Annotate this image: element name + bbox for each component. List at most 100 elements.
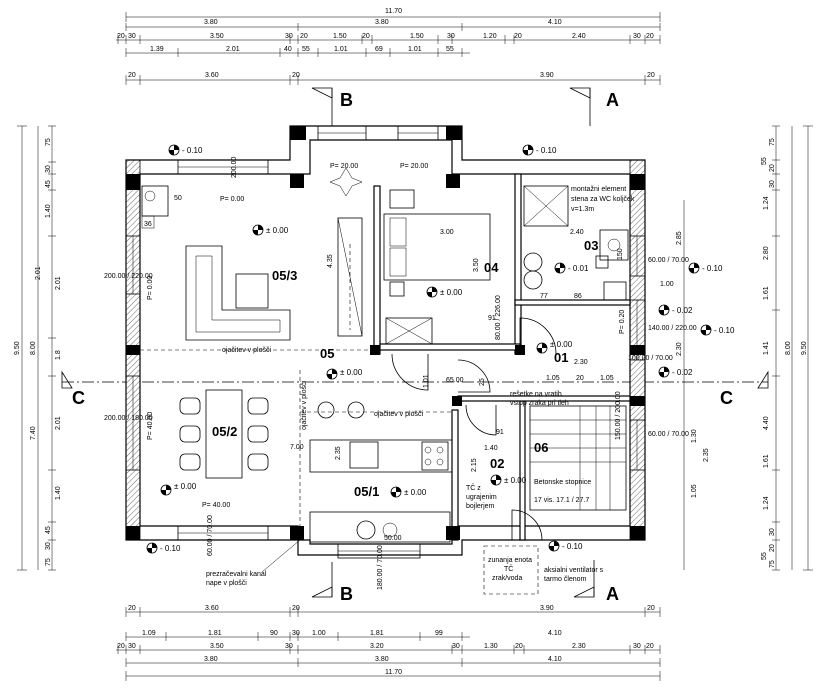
label-tc-3: bojlerjem	[466, 503, 495, 510]
level-outside-r3: - 0.10	[714, 326, 735, 335]
dim-bot-r2-4: 1.00	[312, 630, 326, 637]
label-p-4000-left: P= 40.00	[147, 412, 154, 440]
dim-bot-r2-1: 1.81	[208, 630, 222, 637]
level-outside-br: - 0.10	[562, 542, 583, 551]
level-outside-tr: - 0.10	[536, 146, 557, 155]
chair	[247, 397, 269, 415]
dim-left-o-5: 1.8	[55, 350, 62, 360]
shower	[599, 229, 629, 261]
chair	[179, 397, 201, 415]
level-outside-bl: - 0.10	[160, 544, 181, 553]
label-p-4000-bottom: P= 40.00	[202, 502, 230, 509]
label-d-300: 3.00	[440, 229, 454, 236]
dim-right-mid-1: 2.85	[676, 231, 683, 245]
dim-top-r2-1: 3.80	[375, 19, 389, 26]
column	[630, 345, 645, 355]
dining-table	[205, 389, 243, 479]
door-entry	[511, 509, 543, 541]
label-d-435: 4.35	[327, 254, 334, 268]
label-d-100: 1.00	[660, 281, 674, 288]
label-d-180-70: 180.00 / 70.00	[377, 545, 384, 590]
sink-2	[523, 270, 543, 290]
column	[446, 526, 460, 540]
label-ventilator-1: aksialni ventilator s	[544, 567, 604, 574]
chair	[179, 425, 201, 443]
label-d-200-180: 200.00 / 180.00	[104, 415, 153, 422]
label-d-230: 2.30	[574, 359, 588, 366]
dim-bot-r2-6: 99	[435, 630, 443, 637]
dim-right-mid-4: 1.05	[691, 484, 698, 498]
fan-icon	[356, 520, 376, 540]
wall-04-west	[373, 185, 381, 355]
chair	[179, 453, 201, 471]
dim-top-r4-ticks	[125, 48, 463, 57]
dim-top-r3-10: 20	[514, 33, 522, 40]
label-wc-1: montažni element	[571, 186, 626, 193]
label-d-215: 2.15	[471, 458, 478, 472]
label-d-25: 25	[479, 378, 486, 386]
dim-right-mid-3: 1.30	[691, 429, 698, 443]
doors	[391, 317, 557, 541]
level-markers: - 0.10 - 0.10 - 0.10 - 0.02 - 0.10 - 0.0…	[146, 144, 735, 554]
dim-bot-r1-3: 3.90	[540, 605, 554, 612]
column	[446, 174, 460, 188]
dim-bot-r3-1: 30	[128, 643, 136, 650]
section-b-top-arrow	[311, 87, 333, 99]
dim-top-r2-2: 4.10	[548, 19, 562, 26]
dim-bot-r3-6: 1.30	[484, 643, 498, 650]
dim-right-total: 9.50	[801, 341, 808, 355]
furniture	[140, 167, 629, 595]
dim-left-total: 9.50	[14, 341, 21, 355]
column	[370, 345, 380, 355]
level-051: ± 0.00	[404, 488, 427, 497]
toilet	[603, 281, 627, 301]
level-outside-r2: - 0.02	[672, 306, 693, 315]
level-outside-tl: - 0.10	[182, 146, 203, 155]
dim-bot-r3-2: 3.50	[210, 643, 224, 650]
dim-bot-r3-4: 3.20	[370, 643, 384, 650]
dim-top-r3-3: 30	[285, 33, 293, 40]
dim-top-r4-7: 55	[446, 46, 454, 53]
dim-left-o-1: 30	[45, 165, 52, 173]
label-d-65: 65.00	[446, 377, 464, 384]
dim-left-o-9: 30	[45, 542, 52, 550]
label-d-60-70a: 60.00 / 70.00	[648, 257, 689, 264]
dim-top-r2-0: 3.80	[204, 19, 218, 26]
bar-stool	[347, 401, 365, 419]
dim-top-r3-6: 20	[362, 33, 370, 40]
dim-top-r5-2: 20	[292, 72, 300, 79]
room-052: 05/2	[212, 424, 237, 439]
door-02	[457, 359, 491, 393]
column	[290, 174, 304, 188]
section-markers: B B A A C C	[61, 87, 769, 604]
staircase	[529, 405, 627, 511]
dim-bot-r2-0: 1.09	[142, 630, 156, 637]
dim-right-o-10: 1.24	[763, 496, 770, 510]
right-dimensions: 9.50 8.00 75 55 20 30 1.24 2.80 1.61 1.4…	[676, 125, 813, 571]
dim-bot-r1-0: 20	[128, 605, 136, 612]
bed	[383, 213, 491, 281]
label-resetke-2: vstop zraka pri tleh	[510, 400, 569, 407]
label-d-100-70: 100.00 / 70.00	[628, 355, 673, 362]
dim-right-o-4: 1.24	[763, 196, 770, 210]
dim-left-o-4: 2.01	[55, 276, 62, 290]
chair	[247, 453, 269, 471]
dim-left-o-6: 2.01	[55, 416, 62, 430]
dim-top-r5-4: 20	[647, 72, 655, 79]
dim-top-r5-0: 20	[128, 72, 136, 79]
label-enota-1: zunanja enota	[488, 557, 532, 564]
label-wc-2: stena za WC koljček	[571, 196, 635, 203]
column	[126, 526, 140, 540]
dim-bot-r2-extra: 4.10	[548, 630, 562, 637]
coffee-table	[235, 273, 269, 309]
label-d-235: 2.35	[335, 446, 342, 460]
dim-bot-total: 11.70	[385, 669, 402, 676]
sink-1	[523, 252, 543, 272]
dim-top-r4-0: 1.39	[150, 46, 164, 53]
column	[446, 126, 462, 140]
room-051: 05/1	[354, 484, 379, 499]
dim-bot-r2-5: 1.81	[370, 630, 384, 637]
label-d-36: 36	[144, 221, 152, 228]
label-d-105b: 1.05	[600, 375, 614, 382]
